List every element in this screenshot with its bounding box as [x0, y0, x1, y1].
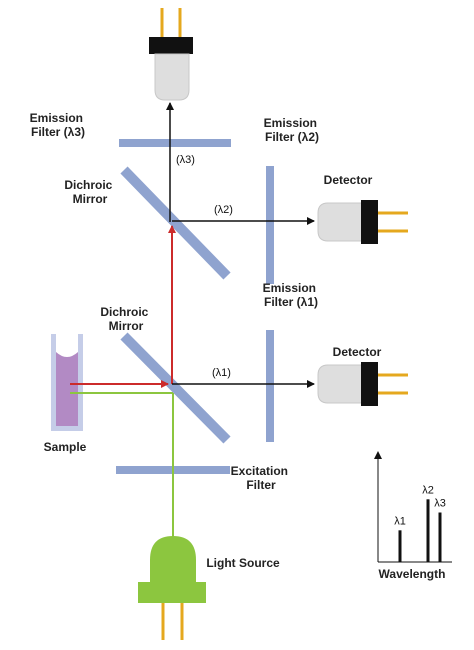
- sample-meniscus: [56, 352, 78, 357]
- label-line: Dichroic: [64, 178, 112, 192]
- label-line: Emission: [263, 281, 316, 295]
- emission-filter-lambda1: [266, 330, 274, 442]
- label-line: Excitation: [231, 464, 288, 478]
- led-base: [138, 582, 206, 603]
- label-line: Mirror: [109, 319, 144, 333]
- label-line: Emission: [30, 111, 83, 125]
- label-line: Mirror: [73, 192, 108, 206]
- detector-body: [317, 202, 363, 242]
- emission-filter-lambda1-label: Emission Filter (λ1): [263, 281, 320, 309]
- light-source-label: Light Source: [206, 556, 280, 570]
- emission-filter-lambda3-label: Emission Filter (λ3): [30, 111, 87, 139]
- sample-fluid: [56, 352, 78, 426]
- emission-filter-lambda2-label: Emission Filter (λ2): [264, 116, 321, 144]
- light-source-led: [138, 536, 206, 640]
- detector-connector: [361, 200, 378, 244]
- cuvette-wall-left: [51, 334, 56, 430]
- emission-filter-lambda3: [119, 139, 231, 147]
- cuvette-wall-right: [78, 334, 83, 430]
- label-line: Emission: [264, 116, 317, 130]
- dichroic-mirror-bottom: [120, 332, 231, 444]
- dichroic-mirror-top-label: Dichroic Mirror: [64, 178, 115, 206]
- emission-filter-lambda2: [266, 166, 274, 284]
- label-line: Filter: [246, 478, 276, 492]
- cuvette-bottom: [51, 426, 83, 431]
- detector-connector: [361, 362, 378, 406]
- detector-top-label: Detector: [324, 173, 373, 187]
- spectrum-peak: [426, 499, 430, 562]
- detector-body: [317, 364, 363, 404]
- detector-top-lambda3: [149, 8, 193, 101]
- spectrum-peak-label: λ3: [434, 498, 446, 510]
- sample-label: Sample: [44, 440, 87, 454]
- label-line: Filter (λ3): [31, 125, 85, 139]
- spectrum-peak-label: λ1: [394, 515, 406, 527]
- excitation-filter-label: Excitation Filter: [231, 464, 292, 492]
- led-dome: [150, 536, 196, 584]
- wavelength-axis-label: Wavelength: [379, 567, 446, 581]
- label-line: Dichroic: [100, 305, 148, 319]
- detector-body: [154, 53, 190, 101]
- label-line: Filter (λ2): [265, 130, 319, 144]
- dichroic-mirror-top: [120, 166, 231, 280]
- spectrum-peak: [438, 512, 442, 562]
- detector-lambda2: [317, 200, 408, 244]
- sample-cuvette: [51, 334, 83, 431]
- dichroic-mirror-bottom-label: Dichroic Mirror: [100, 305, 151, 333]
- lambda3-beam-label: (λ3): [176, 154, 195, 166]
- detector-lambda1: [317, 362, 408, 406]
- lambda1-beam-label: (λ1): [212, 367, 231, 379]
- detector-connector: [149, 37, 193, 54]
- spectrum-peak-label: λ2: [422, 484, 434, 496]
- lambda2-beam-label: (λ2): [214, 204, 233, 216]
- detector-middle-label: Detector: [333, 345, 382, 359]
- spectrum-peak: [398, 530, 402, 562]
- label-line: Filter (λ1): [264, 295, 318, 309]
